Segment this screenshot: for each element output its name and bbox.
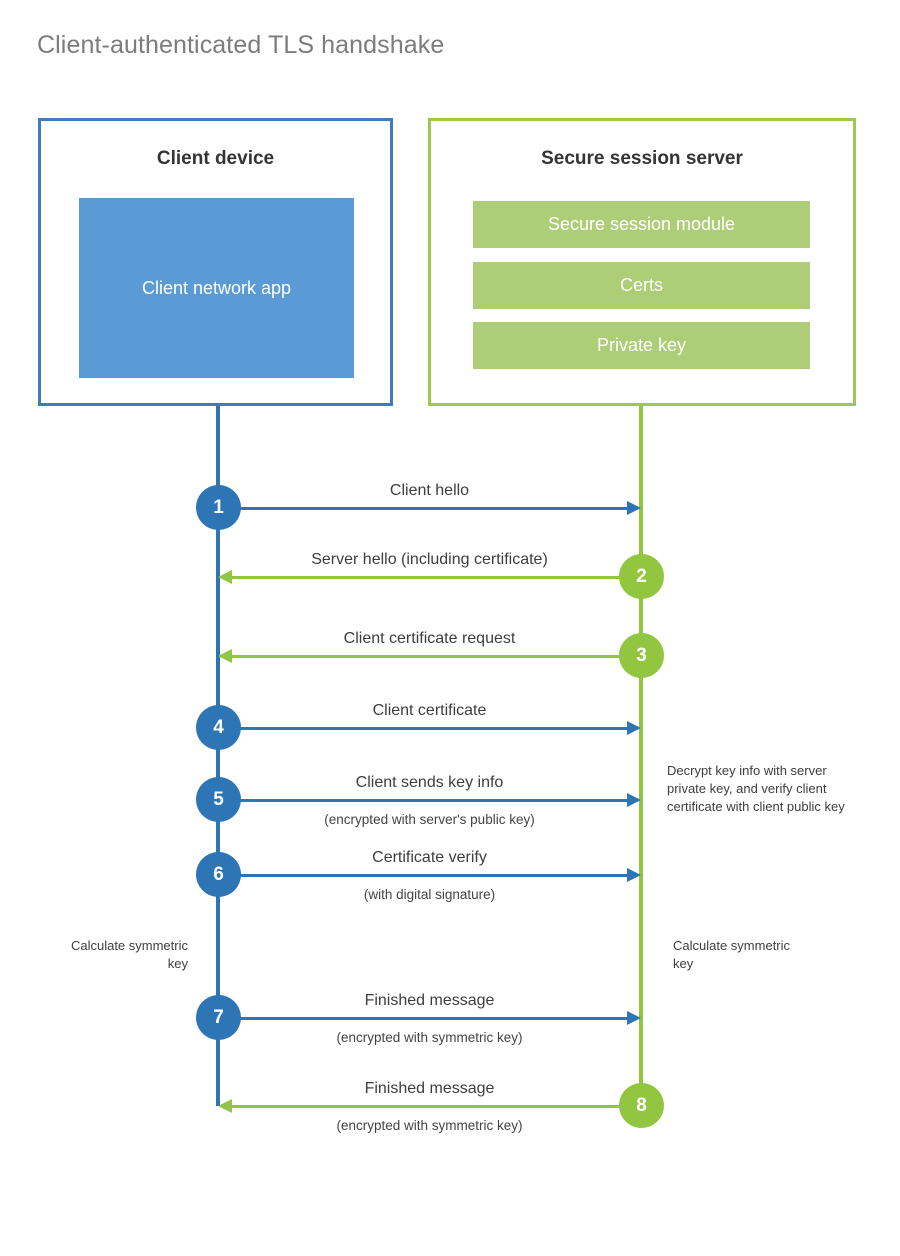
client-calculate-symmetric-key-note: Calculate symmetric key xyxy=(70,938,188,971)
arrow-shaft-7 xyxy=(218,1017,627,1020)
step-circle-6[interactable]: 6 xyxy=(196,852,241,897)
server-calculate-symmetric-key-note: Calculate symmetric key xyxy=(673,938,791,971)
arrow-shaft-4 xyxy=(218,727,627,730)
client-network-app-block: Client network app xyxy=(79,198,354,378)
arrow-head-right-icon-7 xyxy=(627,1011,641,1025)
step-circle-8[interactable]: 8 xyxy=(619,1083,664,1128)
arrow-shaft-2 xyxy=(232,576,641,579)
step-circle-5[interactable]: 5 xyxy=(196,777,241,822)
arrow-shaft-8 xyxy=(232,1105,641,1108)
arrow-head-right-icon-6 xyxy=(627,868,641,882)
message-label-4: Client certificate xyxy=(372,702,487,719)
arrow-head-left-icon-2 xyxy=(218,570,232,584)
arrow-head-left-icon-3 xyxy=(218,649,232,663)
page-title: Client-authenticated TLS handshake xyxy=(37,31,445,59)
secure-session-server-box: Secure session server Secure session mod… xyxy=(428,118,856,406)
client-network-app-label: Client network app xyxy=(141,277,292,298)
arrow-head-right-icon-1 xyxy=(627,501,641,515)
client-lifeline xyxy=(216,406,220,1106)
message-sublabel-7: (encrypted with symmetric key) xyxy=(336,1030,523,1045)
step-circle-2[interactable]: 2 xyxy=(619,554,664,599)
message-sublabel-6: (with digital signature) xyxy=(363,887,496,902)
arrow-head-right-icon-4 xyxy=(627,721,641,735)
step-circle-3[interactable]: 3 xyxy=(619,633,664,678)
arrow-head-left-icon-8 xyxy=(218,1099,232,1113)
client-device-title: Client device xyxy=(156,148,275,169)
message-label-8: Finished message xyxy=(364,1080,495,1097)
arrow-shaft-5 xyxy=(218,799,627,802)
step-circle-4[interactable]: 4 xyxy=(196,705,241,750)
message-label-6: Certificate verify xyxy=(372,849,487,866)
message-sublabel-8: (encrypted with symmetric key) xyxy=(336,1118,523,1133)
step-circle-1[interactable]: 1 xyxy=(196,485,241,530)
arrow-shaft-3 xyxy=(232,655,641,658)
arrow-shaft-1 xyxy=(218,507,627,510)
arrow-shaft-6 xyxy=(218,874,627,877)
message-label-3: Client certificate request xyxy=(343,630,516,647)
server-module-secure-session-module: Secure session module xyxy=(473,201,810,248)
step-circle-7[interactable]: 7 xyxy=(196,995,241,1040)
message-sublabel-5: (encrypted with server's public key) xyxy=(324,812,535,827)
secure-session-server-title: Secure session server xyxy=(541,148,743,169)
server-module-certs: Certs xyxy=(473,262,810,309)
server-lifeline xyxy=(639,406,643,1106)
message-label-5: Client sends key info xyxy=(355,774,504,791)
server-module-private-key: Private key xyxy=(473,322,810,369)
message-label-2: Server hello (including certificate) xyxy=(311,551,548,568)
client-device-box: Client device Client network app xyxy=(38,118,393,406)
server-decrypt-note: Decrypt key info with server private key… xyxy=(667,763,845,814)
message-label-1: Client hello xyxy=(389,482,470,499)
arrow-head-right-icon-5 xyxy=(627,793,641,807)
message-label-7: Finished message xyxy=(364,992,495,1009)
